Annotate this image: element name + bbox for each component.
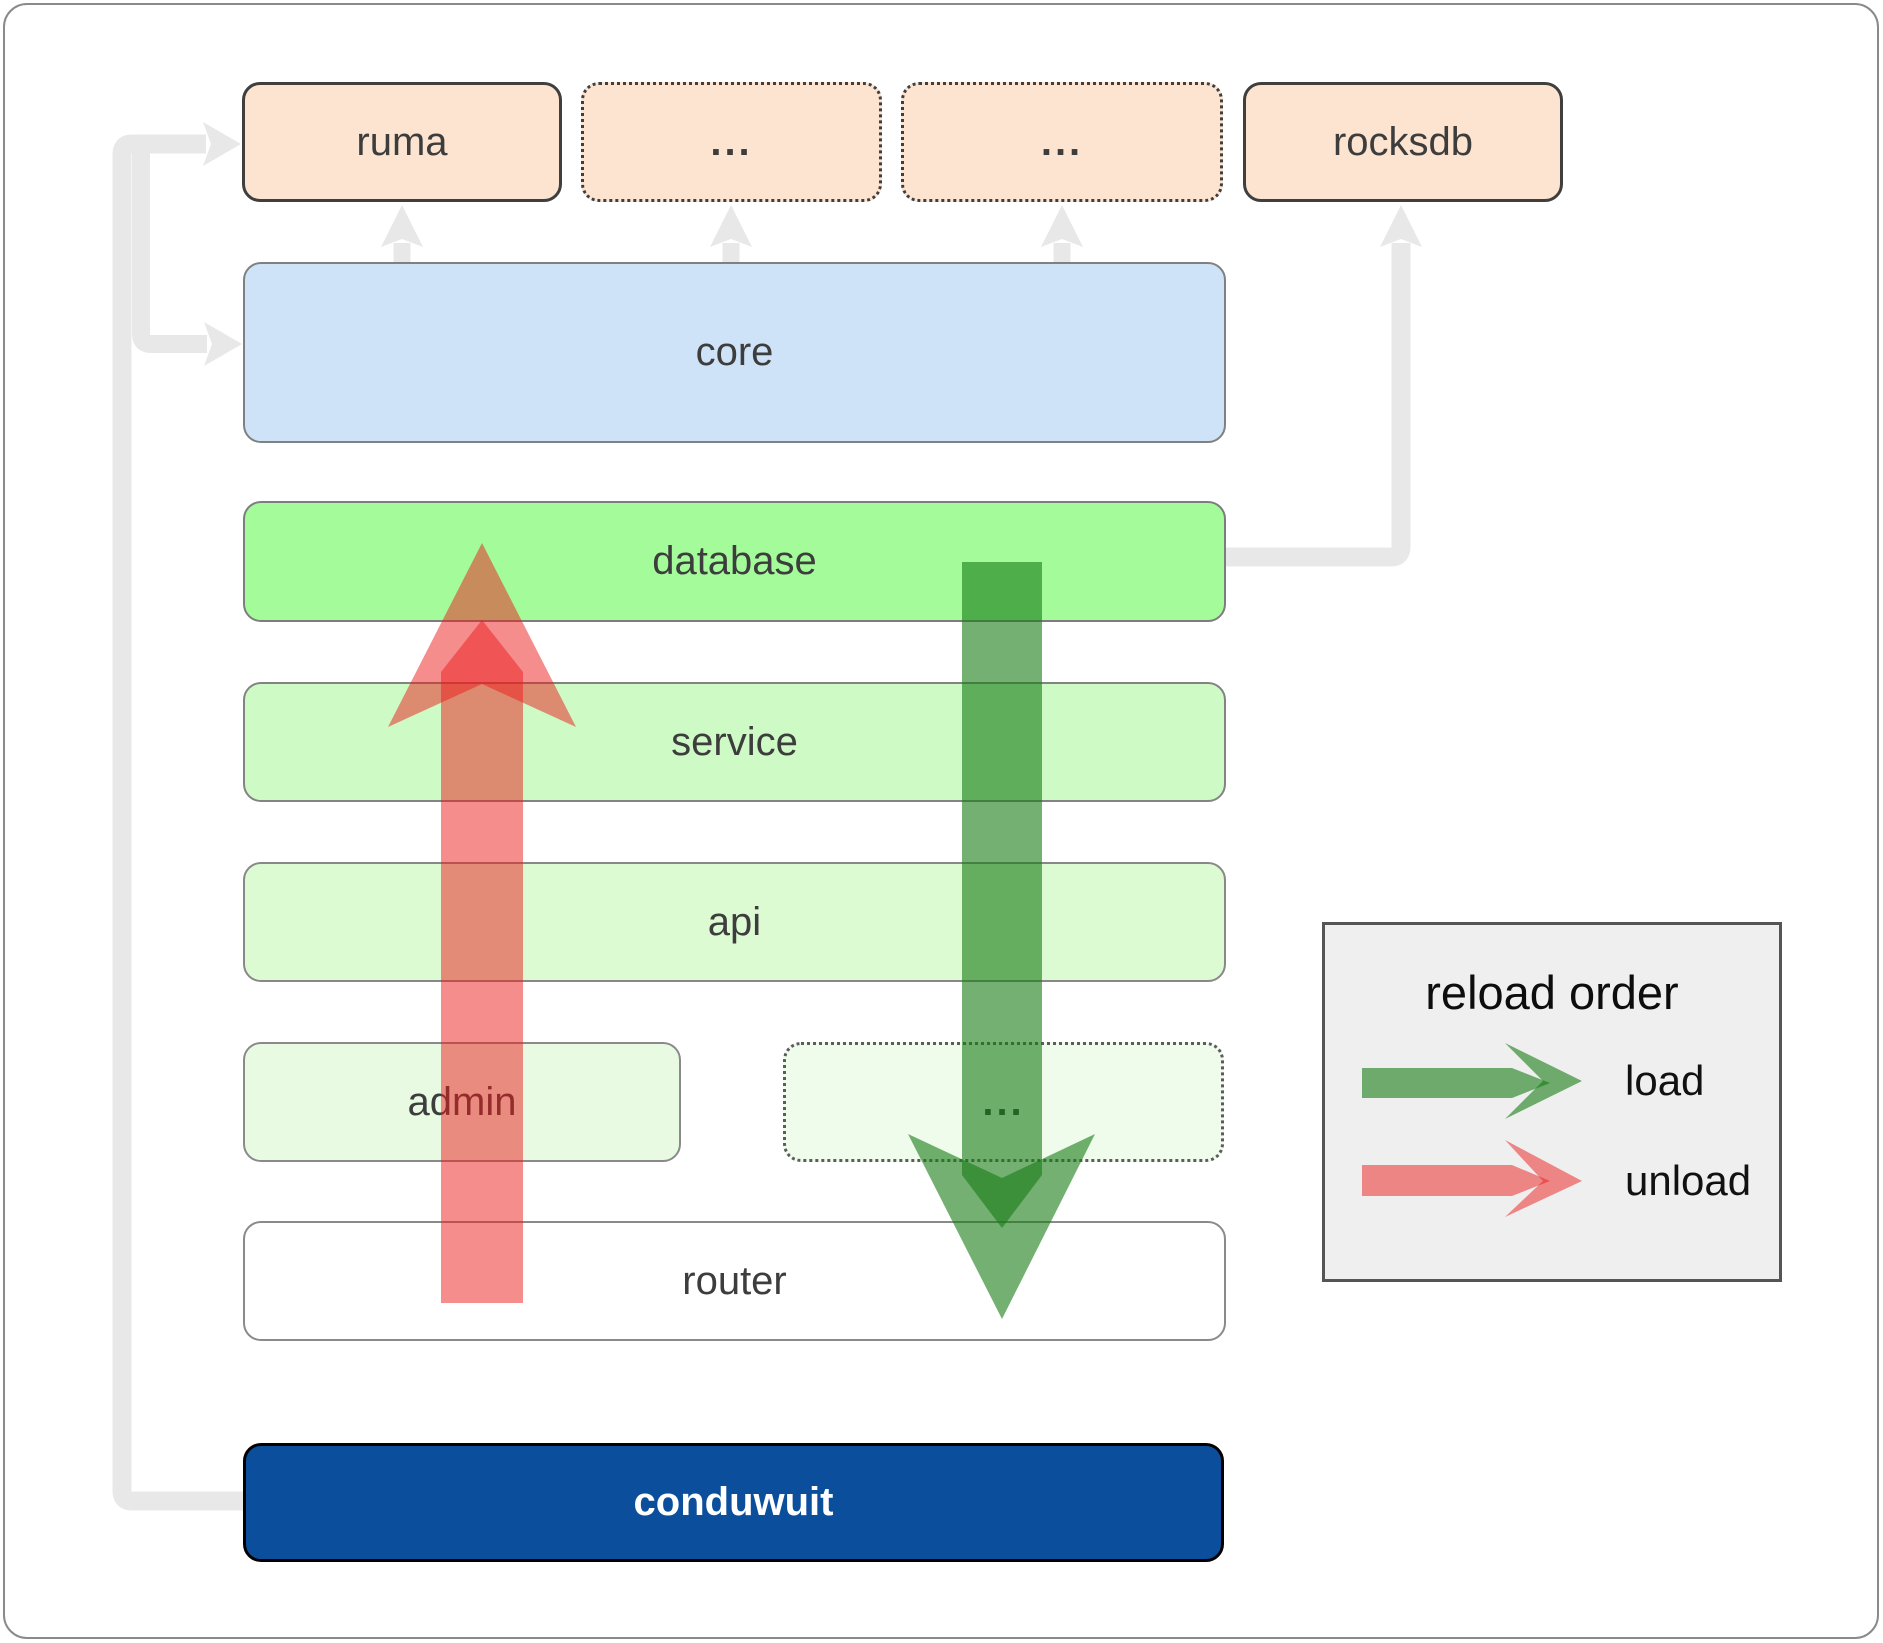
node-conduwuit-label: conduwuit [633,1480,834,1524]
legend-title: reload order [1425,966,1679,1019]
node-external-bottom: ... [783,1042,1224,1162]
node-core-label: core [695,330,774,374]
node-rocksdb-label: rocksdb [1332,119,1474,164]
legend-unload-label: unload [1625,1157,1752,1204]
node-external-top-1: ... [581,82,882,202]
node-core: core [243,262,1226,443]
node-conduwuit: conduwuit [243,1443,1224,1562]
node-database: database [243,501,1226,622]
node-external-top-2: ... [901,82,1223,202]
node-external-bottom-label: ... [982,1079,1025,1124]
node-router-label: router [682,1258,787,1303]
legend-load-label: load [1625,1057,1705,1104]
node-router: router [243,1221,1226,1341]
node-service: service [243,682,1226,802]
node-api-label: api [707,899,762,944]
node-ruma: ruma [242,82,562,202]
node-external-top-1-label: ... [710,119,753,164]
node-external-top-2-label: ... [1040,119,1084,164]
page-border [3,3,1879,1639]
node-rocksdb: rocksdb [1243,82,1563,202]
node-admin: admin [243,1042,681,1162]
node-ruma-label: ruma [356,119,448,164]
legend-box: reload order [1322,922,1782,1282]
node-database-label: database [652,539,817,583]
node-api: api [243,862,1226,982]
node-admin-label: admin [407,1079,517,1124]
node-service-label: service [671,719,798,764]
